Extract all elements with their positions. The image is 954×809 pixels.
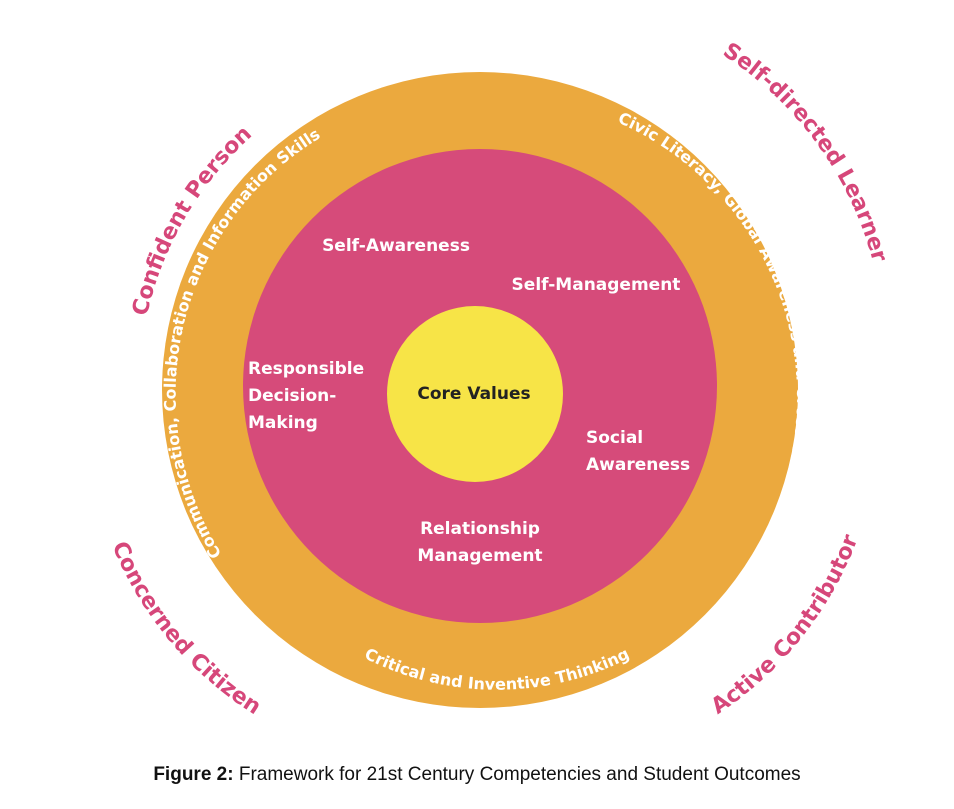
sel-social-line-1: Social <box>586 428 643 448</box>
sel-responsible-line-1: Responsible <box>248 359 364 379</box>
figure-caption: Figure 2: Framework for 21st Century Com… <box>0 764 954 786</box>
sel-social-awareness: Social Awareness <box>586 428 690 475</box>
competency-framework-diagram: Confident Person Self-directed Learner C… <box>107 38 892 720</box>
sel-self-management: Self-Management <box>512 275 681 295</box>
figure-caption-text: Framework for 21st Century Competencies … <box>238 764 801 785</box>
sel-social-line-2: Awareness <box>586 455 690 475</box>
sel-self-awareness: Self-Awareness <box>322 236 470 256</box>
sel-relationship-line-2: Management <box>417 546 542 566</box>
sel-responsible-line-3: Making <box>248 413 318 433</box>
sel-responsible-decision-making: Responsible Decision- Making <box>248 359 364 433</box>
core-values-circle <box>387 306 563 482</box>
sel-responsible-line-2: Decision- <box>248 386 336 406</box>
sel-relationship-management: Relationship Management <box>417 519 542 566</box>
core-values-label: Core Values <box>417 384 530 404</box>
sel-relationship-line-1: Relationship <box>420 519 540 539</box>
figure-caption-label: Figure 2: <box>153 764 234 785</box>
